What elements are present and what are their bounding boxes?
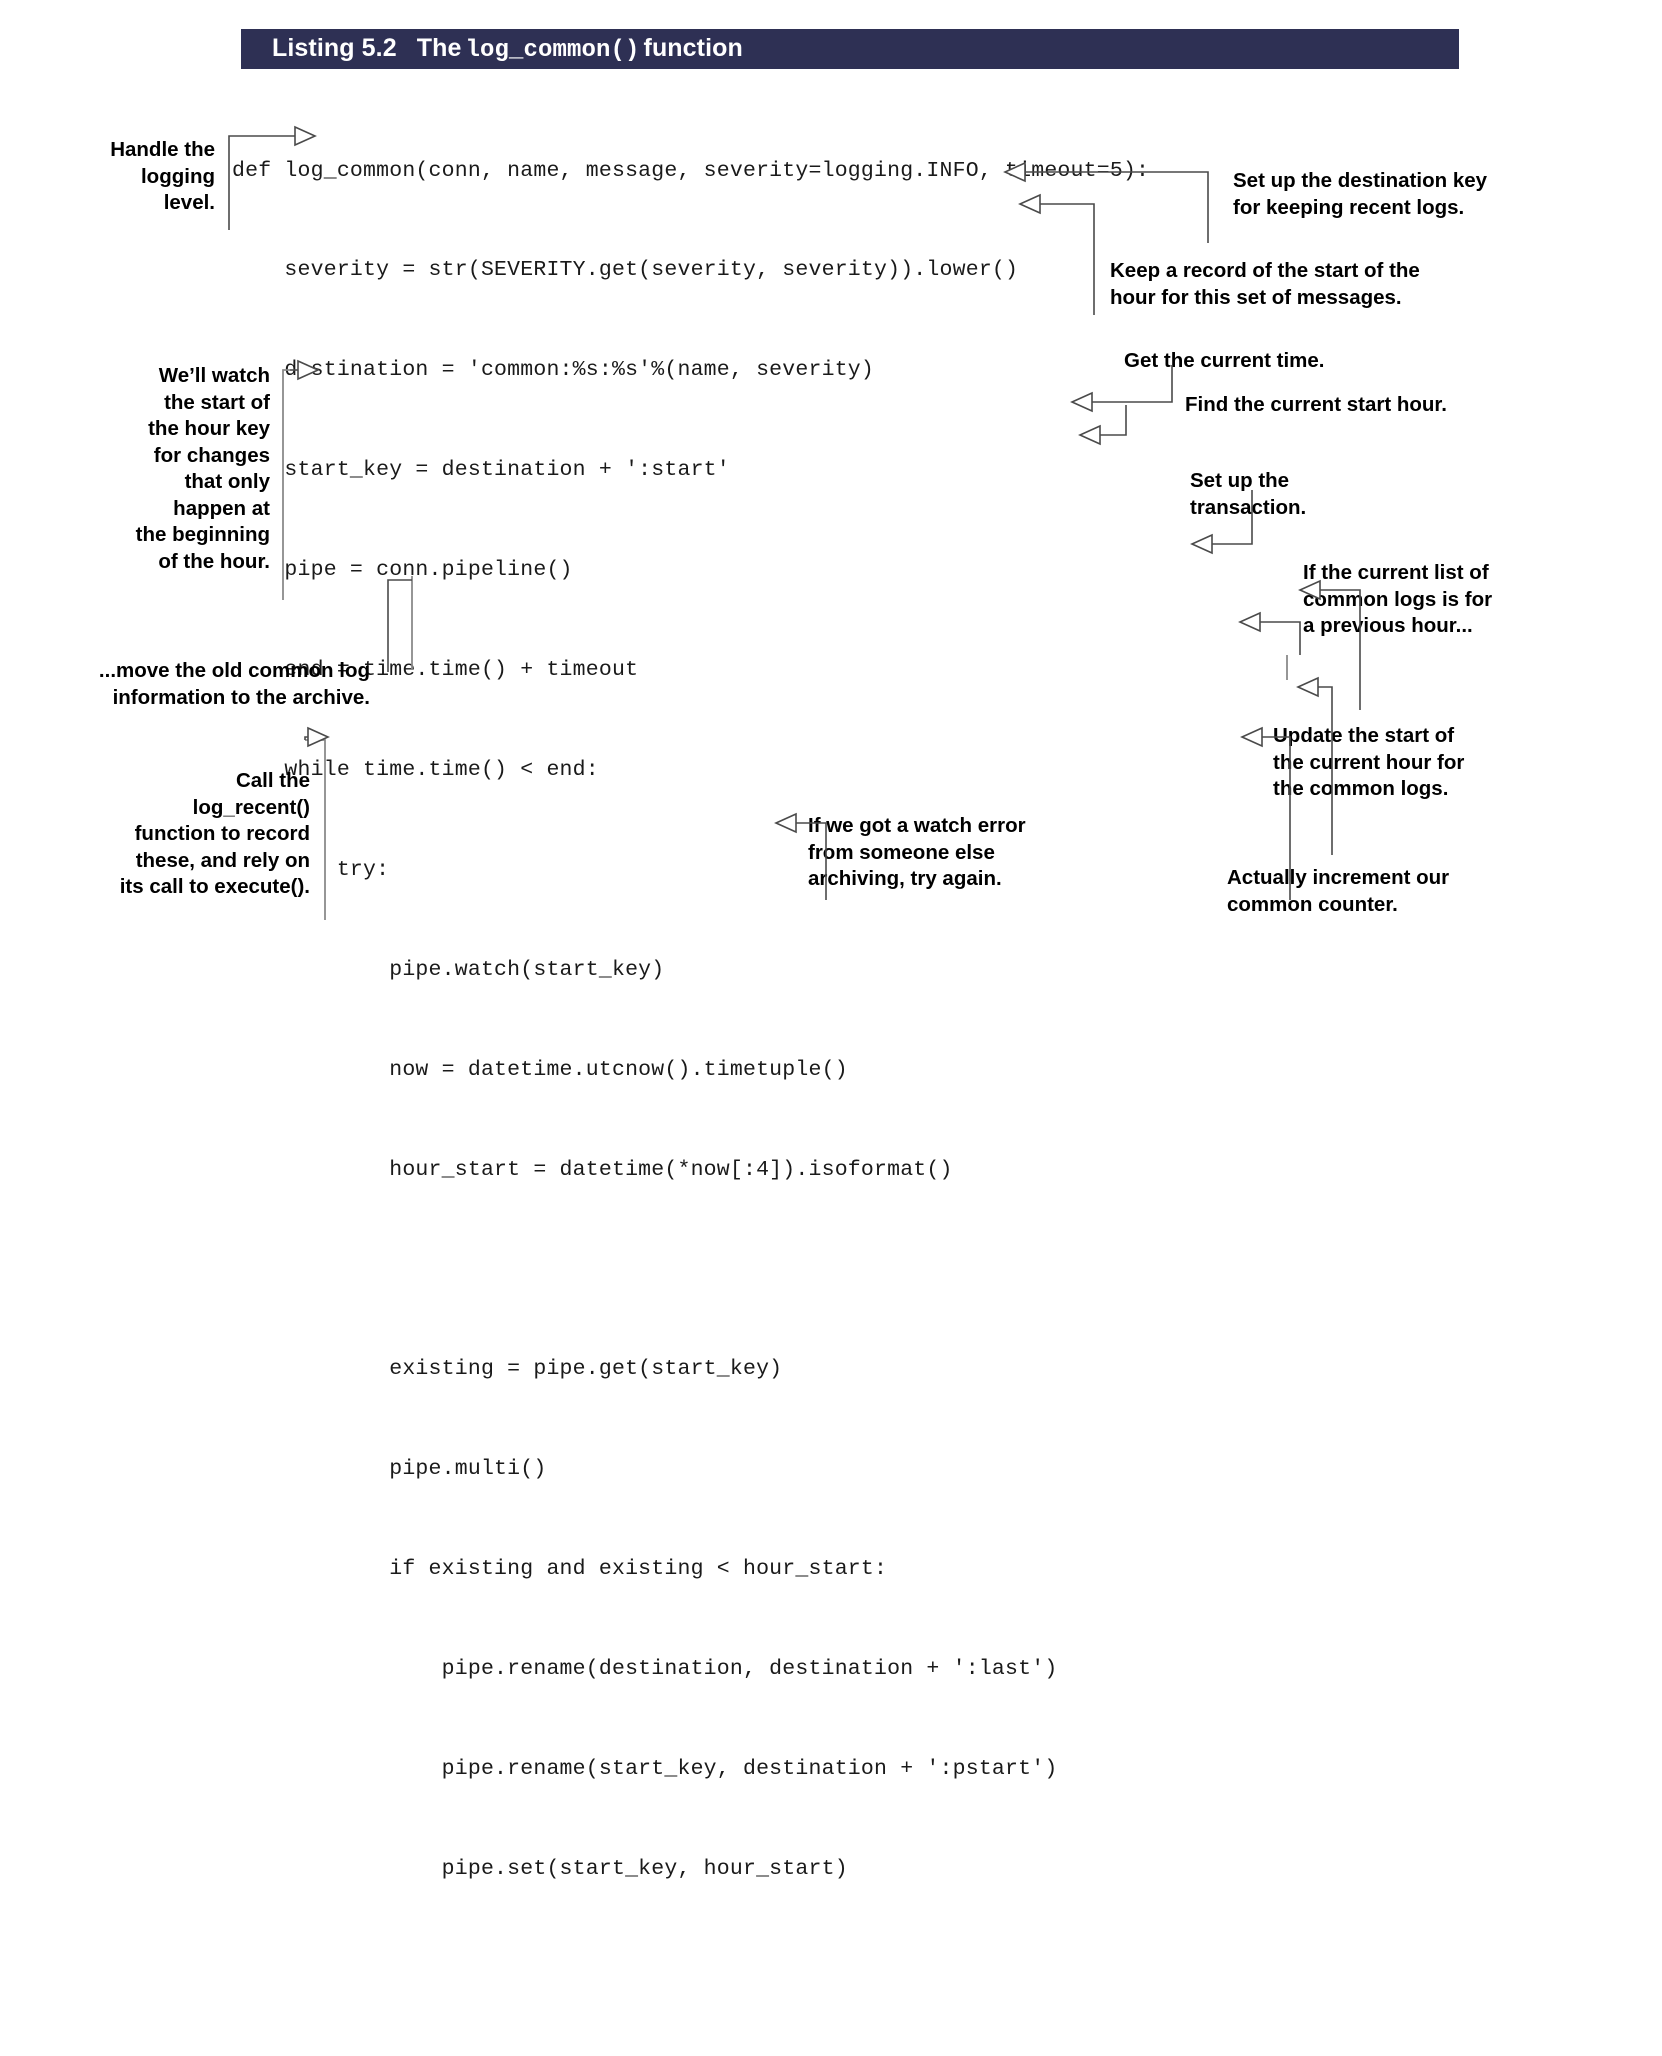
listing-suffix: function [643,34,743,62]
code-line-blank [232,1253,1149,1286]
code-line: def log_common(conn, name, message, seve… [232,158,1150,183]
code-line: if existing and existing < hour_start: [232,1557,888,1582]
code-line: end = time.time() + timeout [232,658,639,683]
annotation-get-current-time: Get the current time. [1124,349,1325,372]
code-line: pipe.set(start_key, hour_start) [232,1856,848,1881]
code-line: destination = 'common:%s:%s'%(name, seve… [232,358,875,383]
code-listing: def log_common(conn, name, message, seve… [232,88,1149,2056]
listing-function-name: log_common() [465,37,640,64]
annotation-keep-record-of-start: Keep a record of the start of the hour f… [1110,259,1420,309]
code-line: pipe.multi() [232,1457,547,1482]
code-line: pipe.zincrby(destination, message) [232,2053,1149,2056]
code-line: start_key = destination + ':start' [232,458,730,483]
annotation-call-log-recent: Call the log_recent() function to record… [119,769,310,898]
annotation-find-current-start-hour: Find the current start hour. [1185,393,1447,416]
code-line: hour_start = datetime(*now[:4]).isoforma… [232,1157,953,1182]
annotation-well-watch-hour-key: We’ll watch the start of the hour key fo… [135,364,270,573]
code-line: pipe = conn.pipeline() [232,558,573,583]
annotation-if-watch-error: If we got a watch error from someone els… [808,814,1026,890]
listing-figure: Listing 5.2 The log_common() function de… [98,29,1493,1881]
annotation-move-old-common-log: ...move the old common log information t… [98,659,370,709]
code-line: severity = str(SEVERITY.get(severity, se… [232,258,1019,283]
code-line: while time.time() < end: [232,757,599,782]
annotation-handle-logging-level: Handle the logging level. [110,138,215,214]
listing-number: Listing 5.2 [272,34,397,62]
listing-the-word: The [416,34,462,62]
code-line: existing = pipe.get(start_key) [232,1357,783,1382]
code-line: now = datetime.utcnow().timetuple() [232,1057,848,1082]
code-line: pipe.rename(start_key, destination + ':p… [232,1756,1058,1781]
connector-previous-hour-tick [1238,611,1301,655]
listing-title-bar: Listing 5.2 The log_common() function [241,29,1459,69]
annotation-if-current-list: If the current list of common logs is fo… [1303,561,1493,637]
code-line-blank [232,1953,1149,1986]
annotation-set-up-destination-key: Set up the destination key for keeping r… [1233,169,1488,219]
annotation-actually-increment: Actually increment our common counter. [1227,866,1450,916]
code-line: pipe.rename(destination, destination + '… [232,1656,1058,1681]
annotation-set-up-transaction: Set up the transaction. [1190,469,1307,519]
code-line: pipe.watch(start_key) [232,957,665,982]
listing-title-text: Listing 5.2 The log_common() function [241,34,743,64]
code-line: try: [232,857,390,882]
annotation-update-start-of-hour: Update the start of the current hour for… [1273,724,1465,800]
